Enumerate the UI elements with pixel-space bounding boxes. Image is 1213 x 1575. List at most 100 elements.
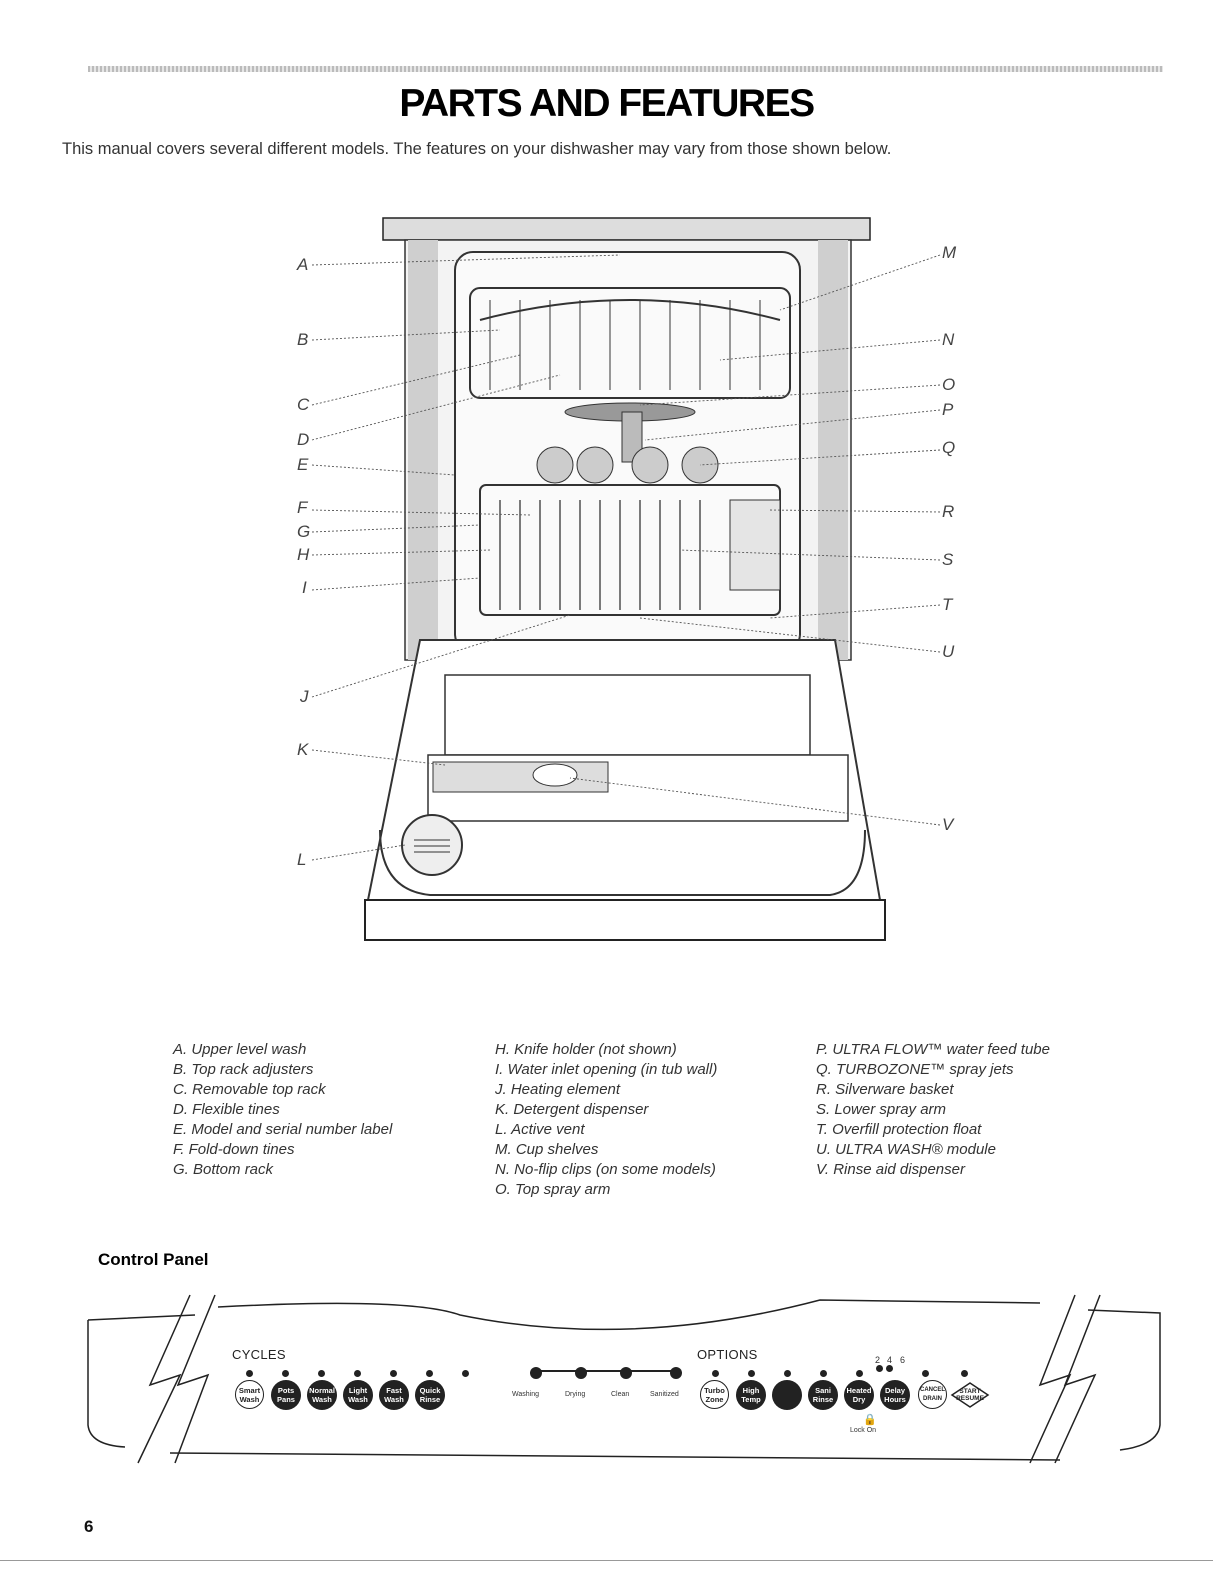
legend-item: I. Water inlet opening (in tub wall) xyxy=(495,1061,718,1078)
status-label: Washing xyxy=(512,1391,539,1398)
legend-item: U. ULTRA WASH® module xyxy=(816,1141,996,1158)
button-label: Heated xyxy=(846,1386,872,1395)
button-label: RESUME xyxy=(956,1395,984,1402)
cycles-label: CYCLES xyxy=(232,1347,286,1362)
led-indicator xyxy=(922,1370,929,1377)
button-label: Turbo xyxy=(704,1385,725,1395)
status-label: Sanitized xyxy=(650,1391,679,1398)
button-label: Hours xyxy=(884,1395,906,1404)
status-led xyxy=(670,1367,682,1379)
button-label: Smart xyxy=(238,1385,261,1395)
status-label: Drying xyxy=(565,1391,586,1398)
legend-item: D. Flexible tines xyxy=(173,1101,280,1118)
legend-item: L. Active vent xyxy=(495,1121,585,1138)
button-label: Wash xyxy=(384,1395,404,1404)
legend-item: T. Overfill protection float xyxy=(816,1121,982,1138)
legend-item: M. Cup shelves xyxy=(495,1141,599,1158)
button-label: Wash xyxy=(348,1395,368,1404)
unlabeled-button[interactable] xyxy=(772,1380,802,1410)
led-indicator xyxy=(886,1365,893,1372)
callout-l: L xyxy=(297,850,307,869)
legend-column-3: P. ULTRA FLOW™ water feed tube Q. TURBOZ… xyxy=(816,1040,1050,1180)
button-label: Sani xyxy=(815,1386,831,1395)
led-indicator xyxy=(856,1370,863,1377)
options-label: OPTIONS xyxy=(697,1347,758,1362)
button-label: Light xyxy=(348,1386,368,1395)
callout-r: R xyxy=(942,502,955,521)
callout-p: P xyxy=(942,400,954,419)
button-label: Dry xyxy=(852,1395,866,1404)
led-indicator xyxy=(820,1370,827,1377)
legend-item: K. Detergent dispenser xyxy=(495,1101,649,1118)
button-label: Pots xyxy=(277,1386,295,1395)
led-indicator xyxy=(246,1370,253,1377)
button-label: Wash xyxy=(312,1395,332,1404)
legend-item: C. Removable top rack xyxy=(173,1081,326,1098)
start-resume-button[interactable]: START RESUME xyxy=(950,1381,990,1409)
legend-item: V. Rinse aid dispenser xyxy=(816,1161,965,1178)
led-indicator xyxy=(354,1370,361,1377)
callout-v: V xyxy=(942,815,954,834)
led-indicator xyxy=(784,1370,791,1377)
led-indicator xyxy=(876,1365,883,1372)
led-indicator xyxy=(748,1370,755,1377)
section-title: Control Panel xyxy=(98,1250,209,1269)
legend-item: E. Model and serial number label xyxy=(173,1121,393,1138)
status-led xyxy=(620,1367,632,1379)
callout-a: A xyxy=(297,255,309,274)
diamond-icon xyxy=(950,1382,990,1408)
delay-hours-label: 4 xyxy=(887,1355,893,1365)
cancel-drain-button[interactable]: CANCEL DRAIN xyxy=(918,1380,947,1409)
button-label: Pans xyxy=(277,1395,295,1404)
legend-item: Q. TURBOZONE™ spray jets xyxy=(816,1061,1014,1078)
legend-item: A. Upper level wash xyxy=(173,1041,307,1058)
callout-o: O xyxy=(942,375,956,394)
legend-item: F. Fold-down tines xyxy=(173,1141,295,1158)
button-label: Rinse xyxy=(812,1395,834,1404)
legend-item: N. No-flip clips (on some models) xyxy=(495,1161,716,1178)
callout-i: I xyxy=(302,578,307,597)
status-label: Clean xyxy=(611,1391,630,1398)
callout-d: D xyxy=(297,430,310,449)
legend-item: J. Heating element xyxy=(495,1081,621,1098)
legend-item: B. Top rack adjusters xyxy=(173,1061,314,1078)
callout-f: F xyxy=(297,498,308,517)
legend-item: R. Silverware basket xyxy=(816,1081,954,1098)
legend-item: O. Top spray arm xyxy=(495,1181,611,1198)
callout-c: C xyxy=(297,395,310,414)
button-label: Quick xyxy=(419,1386,441,1395)
callout-g: G xyxy=(297,522,311,541)
intro-text: This manual covers several different mod… xyxy=(62,140,892,158)
dishwasher-illustration xyxy=(311,217,941,941)
button-label: CANCEL xyxy=(920,1386,945,1393)
button-label: START xyxy=(959,1388,981,1395)
button-label: Temp xyxy=(741,1395,761,1404)
callout-m: M xyxy=(942,243,957,262)
lock-icon: 🔒 xyxy=(863,1414,877,1426)
callout-t: T xyxy=(942,595,953,614)
button-label: Delay xyxy=(884,1386,905,1395)
lock-label: Lock On xyxy=(850,1427,877,1434)
footer-rule xyxy=(0,1560,1213,1561)
legend-column-1: A. Upper level wash B. Top rack adjuster… xyxy=(173,1040,392,1180)
led-indicator xyxy=(282,1370,289,1377)
button-label: DRAIN xyxy=(923,1395,942,1402)
control-panel-outline xyxy=(87,1294,1161,1464)
status-led xyxy=(575,1367,587,1379)
page-title: PARTS AND FEATURES xyxy=(399,82,815,125)
delay-hours-label: 6 xyxy=(900,1355,906,1365)
header-rule xyxy=(88,66,1163,72)
button-label: Zone xyxy=(705,1394,724,1404)
